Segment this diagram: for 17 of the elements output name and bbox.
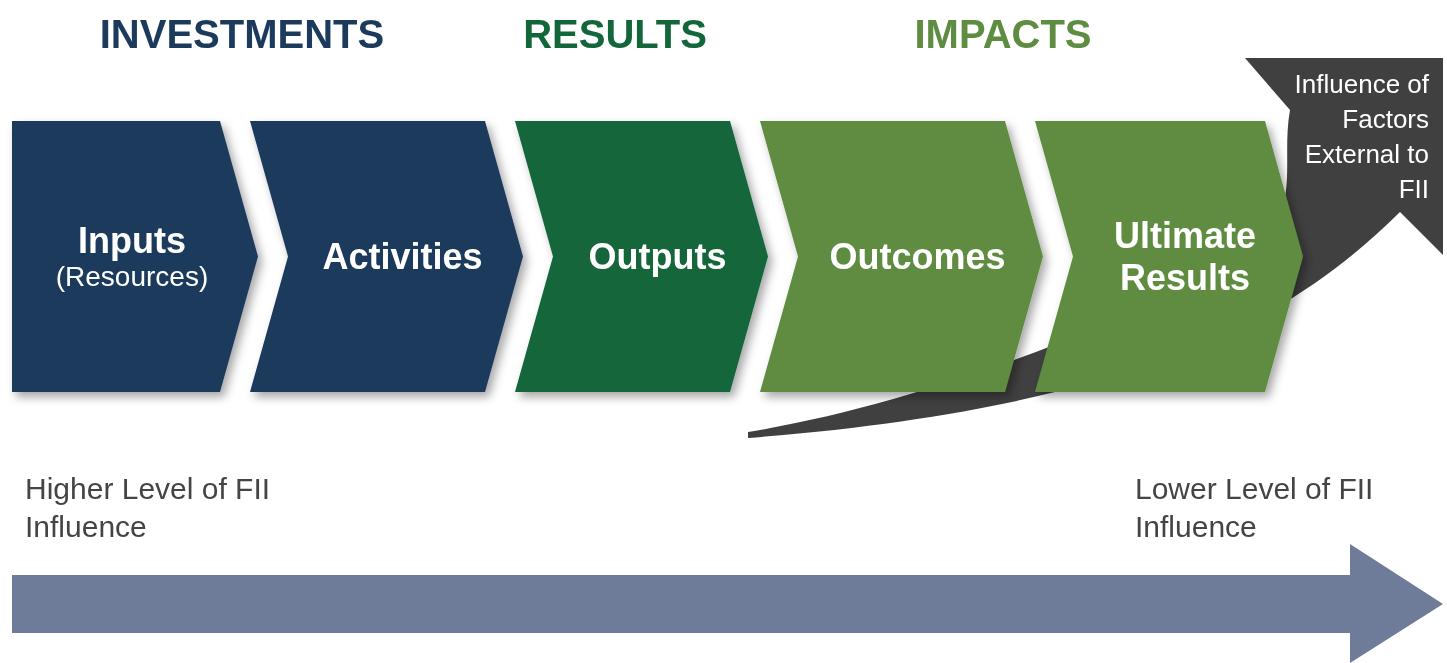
chevron-shape [1035,121,1303,392]
section-heading: IMPACTS [913,12,1093,57]
chevron-label: Inputs [78,219,187,262]
chevron-shape [515,121,768,392]
section-heading: INVESTMENTS [98,12,386,57]
chevron-shape [250,121,523,392]
chevron-label: Ultimate Results [1113,215,1257,298]
section-heading: RESULTS [522,12,708,57]
chevron-shape [12,121,258,392]
chevron-label: Outcomes [828,235,1007,278]
influence-label: Higher Level of FII Influence [25,471,272,545]
chevron-label: (Resources) [55,261,210,294]
chevron-label: Activities [321,235,484,278]
chevron-label: Outputs [587,235,728,278]
chevron-shape [760,121,1043,392]
influence-label: Lower Level of FII Influence [1135,471,1375,545]
arrow-label: Influence of Factors External to FII [1293,68,1429,206]
